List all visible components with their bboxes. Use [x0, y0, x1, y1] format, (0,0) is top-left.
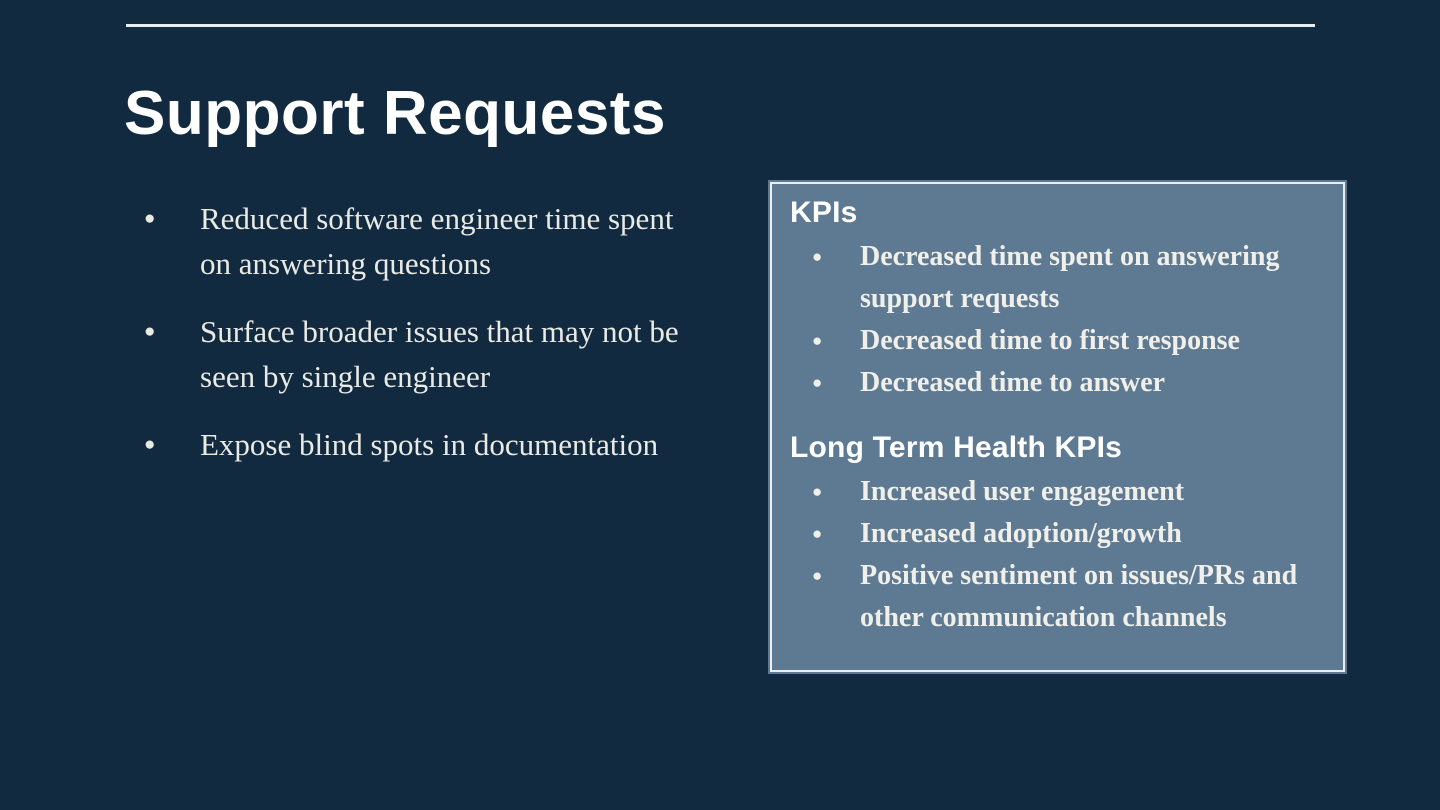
bullet-icon: ●	[144, 434, 156, 455]
list-item: ● Increased user engagement	[812, 471, 1329, 513]
bullet-icon: ●	[144, 208, 156, 229]
kpi-section-heading: KPIs	[790, 196, 858, 229]
bullet-text: Positive sentiment on issues/PRs and oth…	[860, 560, 1298, 633]
kpi-box: KPIs ● Decreased time spent on answering…	[770, 182, 1345, 672]
bullet-icon: ●	[812, 373, 823, 392]
bullet-icon: ●	[812, 524, 823, 543]
kpi-bullet-list: ● Increased user engagement ● Increased …	[812, 471, 1329, 639]
kpi-section-heading: Long Term Health KPIs	[790, 431, 1123, 464]
top-divider-line	[126, 24, 1315, 27]
bullet-icon: ●	[812, 482, 823, 501]
kpi-bullet-list: ● Decreased time spent on answering supp…	[812, 236, 1329, 404]
bullet-text: Decreased time to first response	[860, 325, 1240, 356]
bullet-text: Decreased time spent on answering suppor…	[860, 241, 1280, 314]
bullet-icon: ●	[812, 566, 823, 585]
bullet-icon: ●	[144, 321, 156, 342]
list-item: ● Expose blind spots in documentation	[144, 422, 719, 467]
list-item: ● Decreased time to first response	[812, 320, 1329, 362]
list-item: ● Increased adoption/growth	[812, 513, 1329, 555]
bullet-text: Increased user engagement	[860, 476, 1185, 507]
list-item: ● Positive sentiment on issues/PRs and o…	[812, 555, 1329, 639]
list-item: ● Decreased time to answer	[812, 362, 1329, 404]
list-item: ● Surface broader issues that may not be…	[144, 309, 719, 399]
bullet-text: Expose blind spots in documentation	[200, 427, 659, 462]
bullet-icon: ●	[812, 247, 823, 266]
slide-title: Support Requests	[124, 79, 666, 148]
list-item: ● Decreased time spent on answering supp…	[812, 236, 1329, 320]
list-item: ● Reduced software engineer time spent o…	[144, 196, 719, 286]
bullet-text: Increased adoption/growth	[860, 518, 1182, 549]
bullet-icon: ●	[812, 331, 823, 350]
bullet-text: Surface broader issues that may not be s…	[200, 314, 679, 394]
left-bullet-list: ● Reduced software engineer time spent o…	[144, 196, 719, 490]
bullet-text: Decreased time to answer	[860, 367, 1166, 398]
bullet-text: Reduced software engineer time spent on …	[200, 201, 674, 281]
